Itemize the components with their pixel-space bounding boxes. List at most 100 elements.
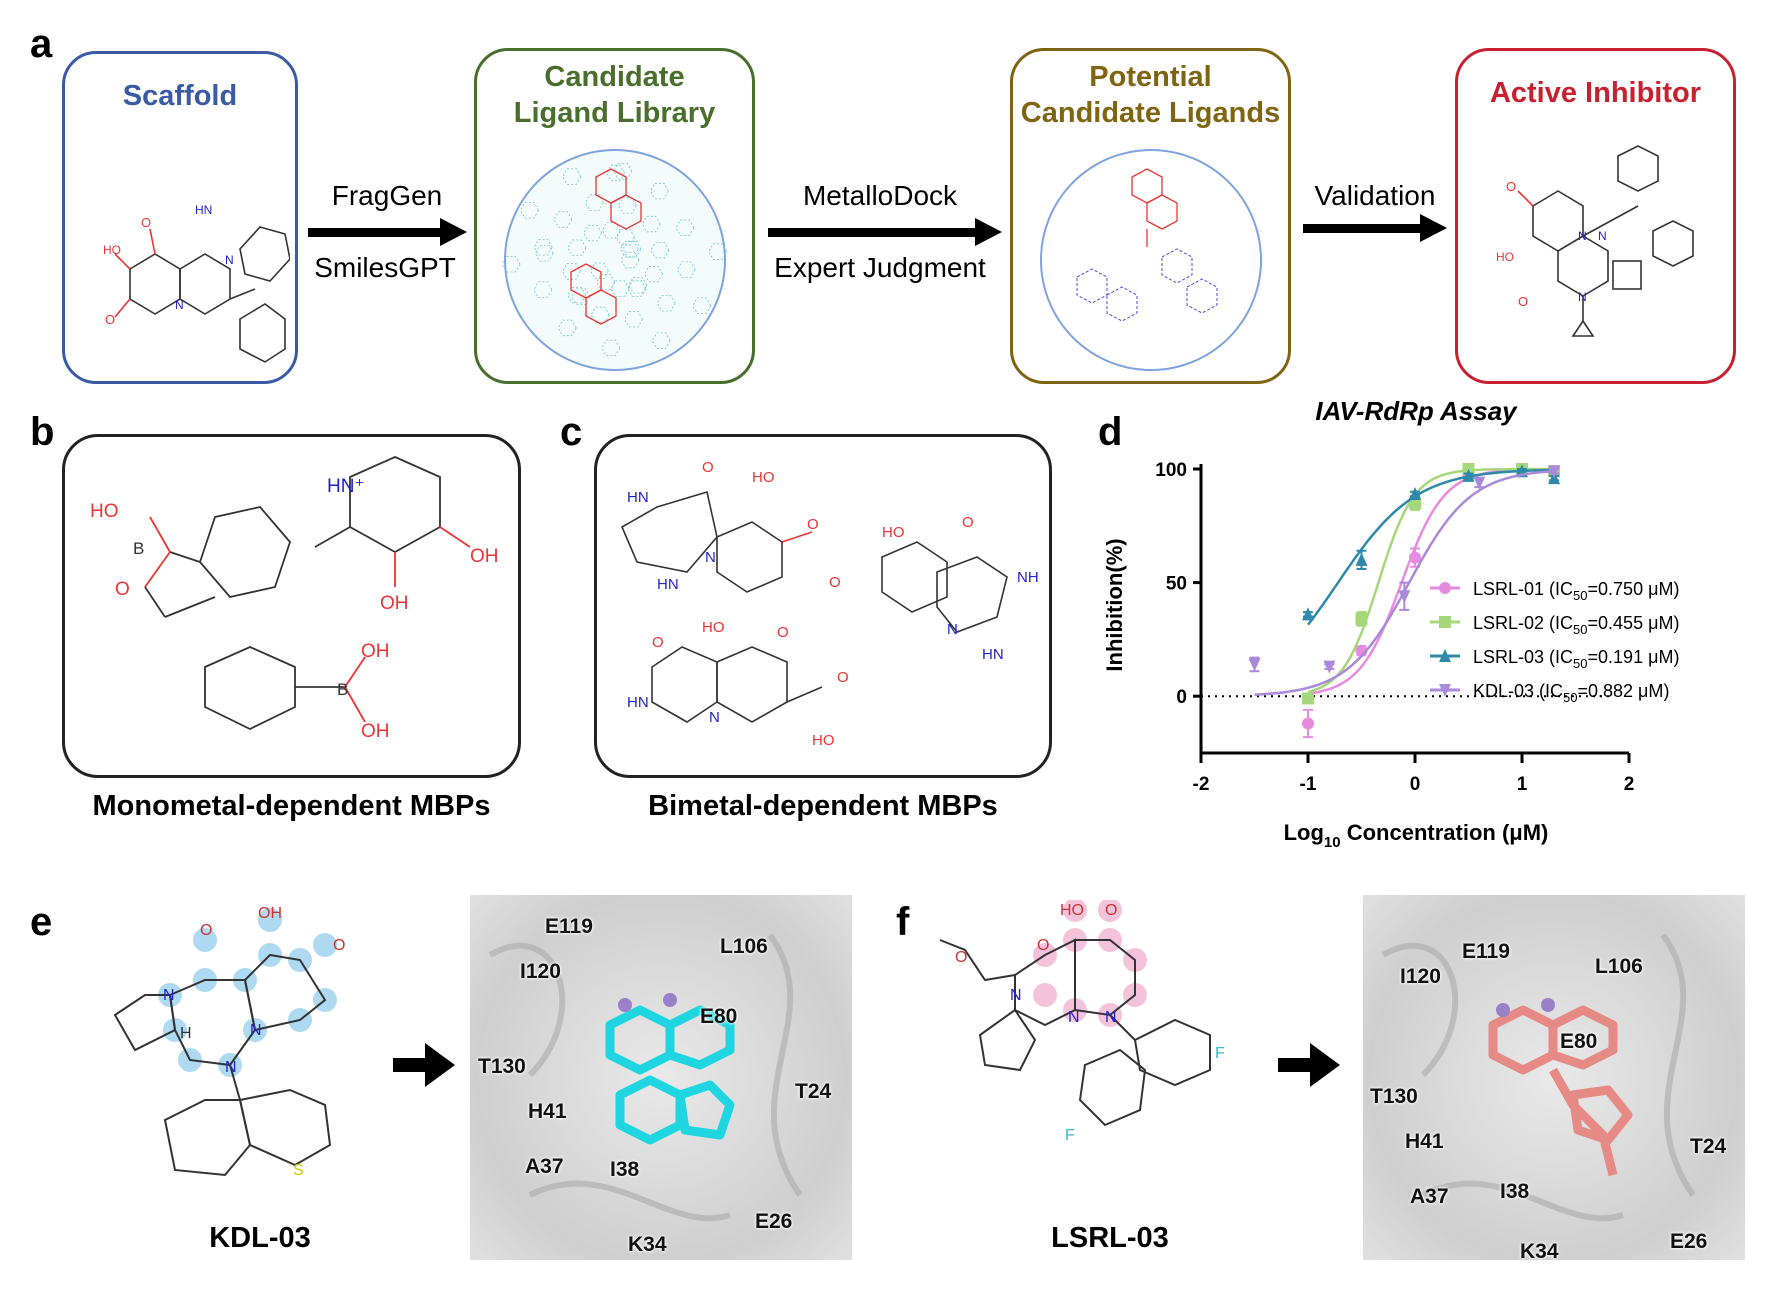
ligand-fragment <box>601 222 621 239</box>
legend-label: LSRL-01 (IC50=0.750 μM) <box>1473 579 1679 603</box>
ligand-fragment <box>708 243 728 260</box>
atom-label: O <box>200 922 212 939</box>
ligand-library-circle <box>501 149 728 371</box>
scaffold-structure: HO O O HN N N <box>103 203 290 363</box>
atom-label: O <box>702 459 714 476</box>
arrow-label-metallodock: MetalloDock <box>802 180 958 211</box>
lsrl-03-structure: HO O O O N N N F F <box>939 900 1225 1144</box>
residue-label: H41 <box>528 1100 567 1123</box>
fit-curve <box>1307 467 1555 694</box>
atom-label: HN <box>627 694 649 711</box>
atom-label: HN <box>982 646 1004 663</box>
atom-label: N <box>1010 987 1022 1004</box>
x-tick-label: 1 <box>1517 774 1528 795</box>
residue-label: I120 <box>1400 965 1441 988</box>
legend-label: LSRL-03 (IC50=0.191 μM) <box>1473 647 1679 671</box>
residue-label: E119 <box>1462 940 1510 963</box>
ligand-fragment <box>567 286 587 304</box>
arrow-label-expert-judgment: Expert Judgment <box>774 252 986 283</box>
active-inhibitor-box: Active Inhibitor O HO N N N O <box>1455 48 1736 384</box>
docking-ligand-kdl-03 <box>488 933 803 1222</box>
residue-label: E26 <box>1670 1230 1708 1253</box>
panel-label-c: c <box>560 410 583 454</box>
ligand-fragment <box>628 276 648 294</box>
atom-label: N <box>1578 229 1587 243</box>
arrow-icon <box>1303 214 1447 242</box>
atom-label: F <box>1065 1127 1075 1144</box>
atom-label: HN⁺ <box>327 476 364 497</box>
atom-label: O <box>652 634 664 651</box>
atom-label: HO <box>882 524 905 541</box>
box-title: Scaffold <box>122 80 238 112</box>
atom-label: O <box>777 624 789 641</box>
data-point <box>1302 692 1314 705</box>
ligand-fragment <box>562 263 581 280</box>
ligand-fragment <box>651 332 671 349</box>
data-point <box>1462 468 1475 482</box>
y-axis-label: Inhibition(%) <box>1102 538 1127 671</box>
data-point <box>1302 607 1314 621</box>
atom-label: O <box>837 669 849 686</box>
bimetal-structures: O HO HN O N HN HO O O NH N HN HO O O HN … <box>620 459 1039 749</box>
atom-label: N <box>705 549 716 566</box>
residue-label: E80 <box>700 1005 738 1028</box>
panel-label-b: b <box>30 410 55 454</box>
ligand-fragment <box>627 280 647 297</box>
atom-label: N <box>175 298 184 312</box>
atom-label: OH <box>361 721 390 742</box>
atom-label: NH <box>1017 569 1039 586</box>
ligand-fragment <box>501 256 521 273</box>
atom-label: HO <box>752 469 775 486</box>
atom-label: O <box>333 937 345 954</box>
atom-label: N <box>163 987 175 1004</box>
fit-curve <box>1307 468 1555 626</box>
data-point <box>1548 465 1561 479</box>
ligand-fragment <box>692 297 712 314</box>
ligand-fragment <box>620 251 640 269</box>
atom-label: F <box>1215 1045 1225 1062</box>
panel-label-a: a <box>30 22 53 66</box>
data-point <box>1355 552 1368 566</box>
panel-label-e: e <box>30 900 53 944</box>
atom-label: HN <box>657 576 679 593</box>
monometal-structures: HO B O HN⁺ OH OH OH B OH <box>90 456 499 742</box>
residue-label: T130 <box>478 1055 526 1078</box>
panel-label-f: f <box>896 900 910 944</box>
arrow-icon <box>308 218 467 246</box>
atom-label: HO <box>812 732 835 749</box>
ligand-fragment <box>676 261 696 278</box>
ligand-fragment <box>590 306 610 324</box>
atom-label: HO <box>1496 250 1514 264</box>
ligand-fragment <box>610 280 630 297</box>
active-inhibitor-structure: O HO N N N O <box>1496 145 1694 337</box>
ligand-fragment <box>533 239 553 256</box>
residue-label: K34 <box>628 1233 667 1256</box>
y-tick-label: 100 <box>1155 460 1187 481</box>
y-tick-label: 0 <box>1176 687 1187 708</box>
atom-label: O <box>962 514 974 531</box>
kdl-03-structure: O OH O N H N N S <box>113 905 345 1179</box>
lsrl-03-label: LSRL-03 <box>1051 1222 1169 1254</box>
kdl-03-label: KDL-03 <box>209 1222 311 1254</box>
legend-item: KDL-03 (IC50=0.882 μM) <box>1430 681 1669 705</box>
atom-label: O <box>829 574 841 591</box>
ligand-fragment <box>562 168 582 185</box>
ligand-fragment <box>557 319 577 337</box>
residue-label: I120 <box>520 960 561 983</box>
atom-label: S <box>293 1162 304 1179</box>
docking-ligand-lsrl-03 <box>1381 933 1696 1222</box>
atom-label: O <box>1518 294 1528 309</box>
legend-item: LSRL-01 (IC50=0.750 μM) <box>1430 579 1679 603</box>
box-title-line2: Ligand Library <box>513 97 716 129</box>
arrow-label-smilesgpt: SmilesGPT <box>314 252 456 283</box>
ligand-fragment <box>656 294 676 312</box>
data-point <box>1409 497 1421 510</box>
residue-label: T24 <box>795 1080 832 1103</box>
atom-label: O <box>1105 902 1117 919</box>
data-point <box>1323 660 1336 674</box>
arrow-label-validation: Validation <box>1314 180 1436 211</box>
ligand-fragment <box>589 262 609 280</box>
legend-label: KDL-03 (IC50=0.882 μM) <box>1473 681 1669 705</box>
